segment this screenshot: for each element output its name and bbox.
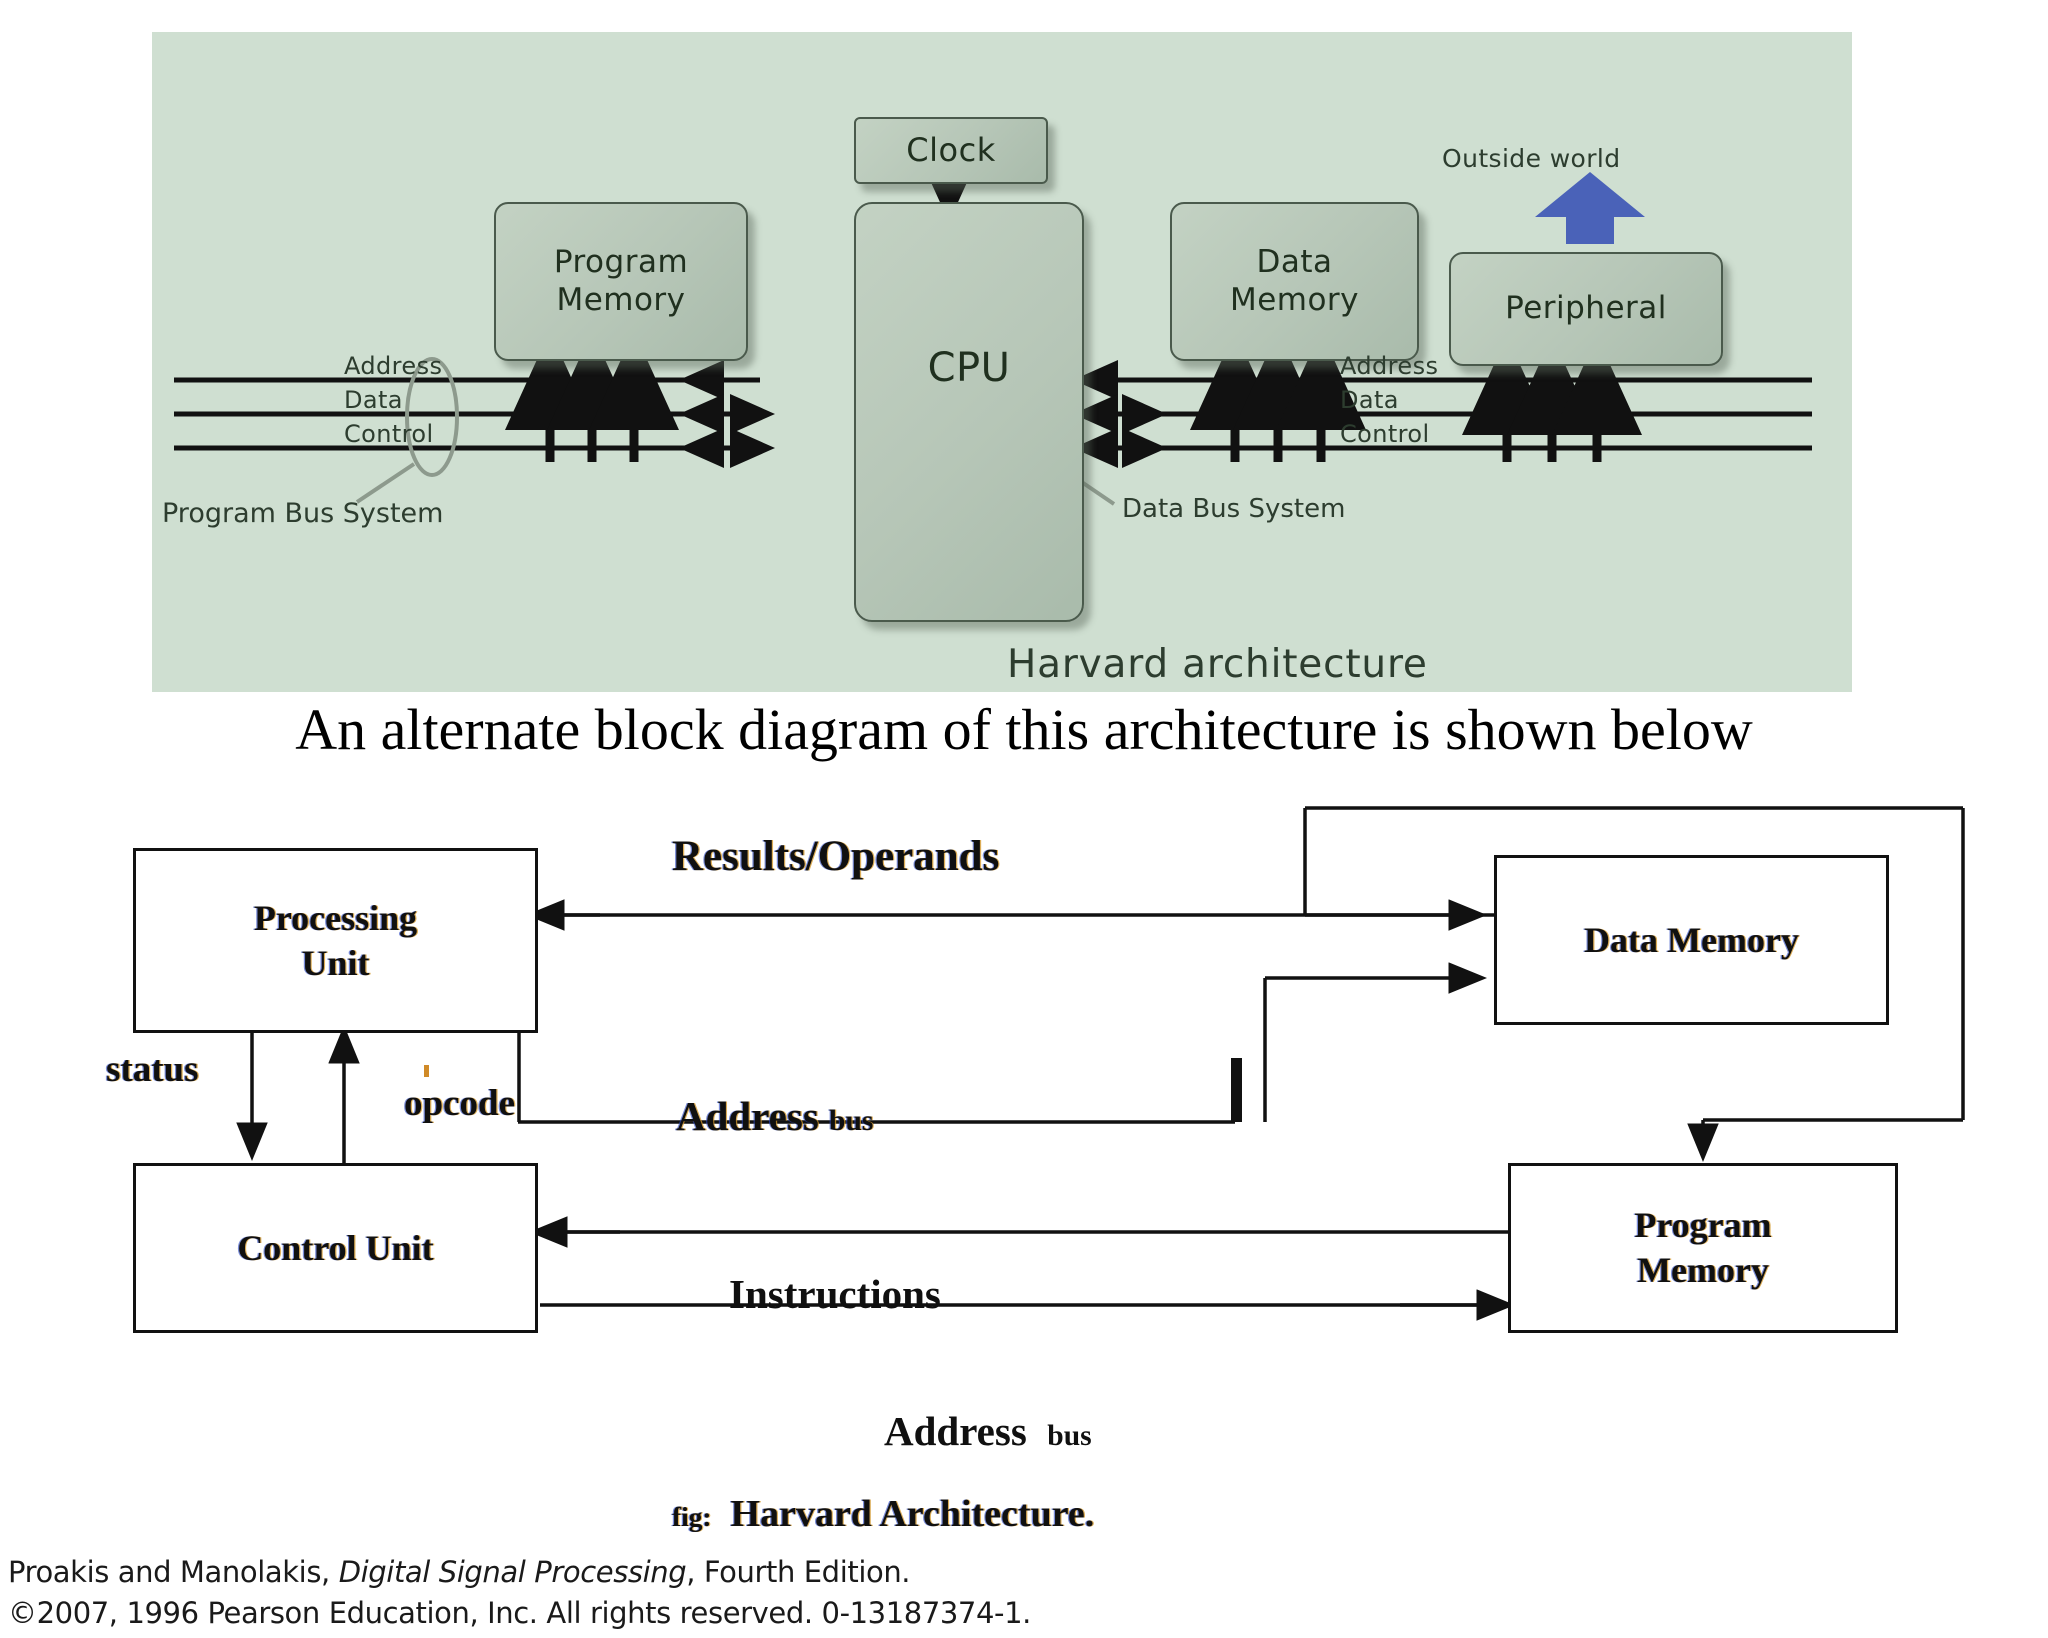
- program-memory-box: Program Memory: [494, 202, 748, 361]
- bottom-figure-caption-text: Harvard Architecture.: [730, 1493, 1095, 1535]
- program-memory-label-bottom: Program Memory: [1634, 1205, 1772, 1290]
- top-figure-connectors: [174, 145, 1812, 506]
- clock-box: Clock: [854, 117, 1048, 184]
- outside-world-arrow: [1535, 172, 1645, 244]
- opcode-label: opcode: [404, 1083, 515, 1124]
- right-bus-data-label: Data: [1340, 386, 1399, 414]
- footer-authors: Proakis and Manolakis,: [8, 1555, 339, 1589]
- instructions-label: Instructions: [729, 1271, 941, 1317]
- outside-world-label: Outside world: [1442, 144, 1621, 173]
- program-memory-box-label: Program Memory: [553, 243, 689, 318]
- right-bus-address-label: Address: [1340, 352, 1439, 380]
- data-memory-box-bottom: Data Memory: [1494, 855, 1889, 1025]
- address-bus-lower-small: bus: [1047, 1420, 1092, 1452]
- processing-unit-label: Processing Unit: [253, 897, 418, 983]
- right-bus-control-label: Control: [1340, 420, 1430, 448]
- address-bus-upper-label: Address bus: [676, 1092, 873, 1140]
- address-bus-upper-main: Address: [676, 1093, 819, 1139]
- cpu-box-label: CPU: [927, 345, 1011, 391]
- program-memory-box-bottom: Program Memory: [1508, 1163, 1898, 1333]
- left-bus-address-label: Address: [344, 352, 443, 380]
- footer-book-title: Digital Signal Processing: [338, 1555, 687, 1589]
- clock-box-label: Clock: [906, 130, 996, 169]
- harvard-architecture-bottom-figure: Processing Unit Control Unit Data Memory…: [0, 770, 2048, 1560]
- program-bus-system-label: Program Bus System: [162, 498, 444, 529]
- footer-edition: , Fourth Edition.: [686, 1555, 911, 1589]
- program-bus-leader: [355, 462, 416, 504]
- left-bus-control-label: Control: [344, 420, 434, 448]
- alternate-block-diagram-sentence: An alternate block diagram of this archi…: [295, 697, 1753, 762]
- results-operands-label: Results/Operands: [672, 833, 1000, 880]
- address-bus-lower-main: Address: [884, 1408, 1027, 1454]
- control-unit-box: Control Unit: [133, 1163, 538, 1333]
- data-memory-label-bottom: Data Memory: [1584, 919, 1799, 960]
- bottom-figure-caption: fig: Harvard Architecture.: [672, 1492, 1094, 1536]
- data-memory-box-label: Data Memory: [1229, 243, 1360, 318]
- cpu-box: CPU: [854, 202, 1084, 622]
- bottom-figure-caption-prefix: fig:: [672, 1502, 712, 1532]
- status-label: status: [106, 1049, 199, 1090]
- peripheral-box-label: Peripheral: [1505, 290, 1667, 327]
- data-bus-system-label: Data Bus System: [1122, 494, 1346, 524]
- address-bus-upper-small: bus: [829, 1105, 874, 1137]
- program-bus-bundle-ellipse: [405, 357, 459, 477]
- address-bus-lower-label: Address bus: [884, 1407, 1092, 1455]
- control-unit-label: Control Unit: [237, 1227, 434, 1268]
- address-bus-upper-terminator: [1231, 1058, 1242, 1122]
- harvard-architecture-top-figure: Clock Program Memory CPU Data Memory Per…: [152, 32, 1852, 692]
- opcode-tick-mark: [424, 1065, 429, 1077]
- processing-unit-box: Processing Unit: [133, 848, 538, 1033]
- peripheral-box: Peripheral: [1449, 252, 1723, 366]
- harvard-architecture-caption: Harvard architecture: [1007, 642, 1428, 687]
- data-memory-box: Data Memory: [1170, 202, 1419, 361]
- left-bus-data-label: Data: [344, 386, 403, 414]
- copyright-footer: Proakis and Manolakis, Digital Signal Pr…: [8, 1552, 1408, 1634]
- bottom-figure-connectors: [236, 806, 1965, 1321]
- footer-line-2: ©2007, 1996 Pearson Education, Inc. All …: [8, 1596, 1031, 1631]
- footer-line-1: Proakis and Manolakis, Digital Signal Pr…: [8, 1552, 1408, 1593]
